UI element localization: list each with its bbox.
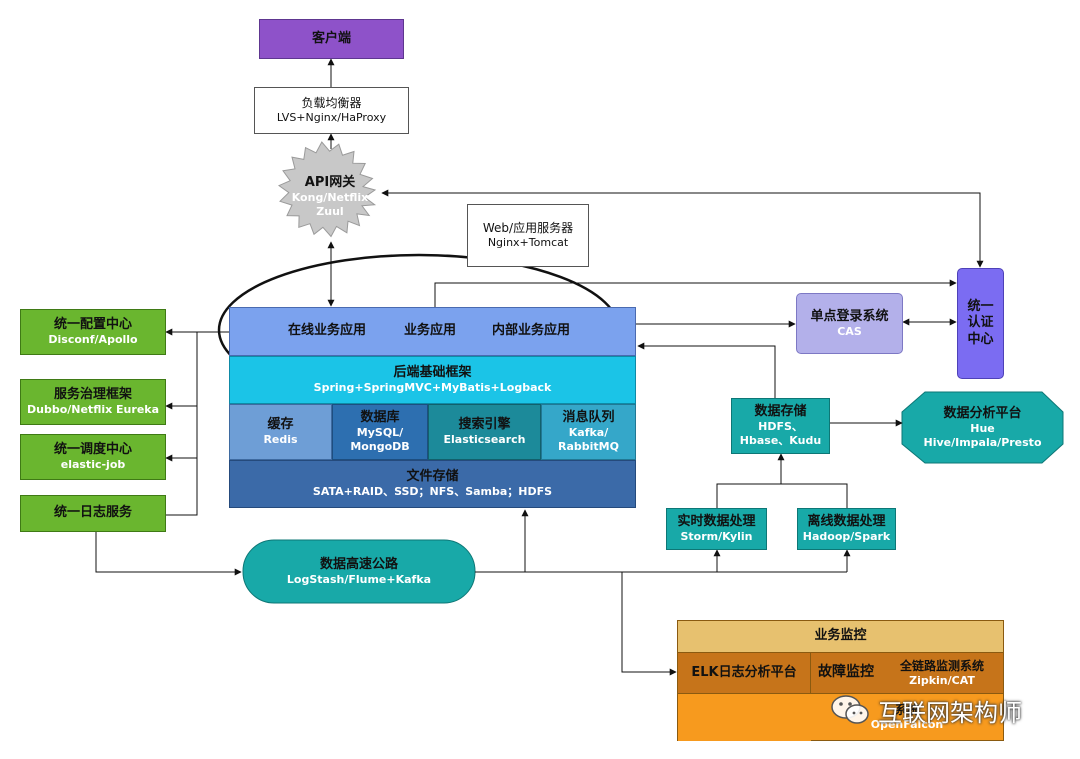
load-balancer-title: 负载均衡器 — [301, 96, 362, 111]
offline-processing-title: 离线数据处理 — [807, 514, 886, 529]
realtime-processing-sub: Storm/Kylin — [680, 530, 753, 544]
data-storage-sub2: Hbase、Kudu — [739, 434, 822, 448]
unified-auth-line2: 认证 — [967, 315, 994, 331]
watermark-text: 互联网架构师 — [878, 698, 1022, 727]
fault-monitoring-title: 故障监控 — [818, 664, 874, 681]
business-monitoring-title: 业务监控 — [814, 628, 867, 644]
watermark: 互联网架构师 — [828, 688, 1058, 732]
unified-auth-line1: 统一 — [967, 299, 994, 315]
elk-box: ELK日志分析平台 — [678, 653, 811, 693]
search-engine-sub: Elasticsearch — [443, 433, 526, 447]
sso-sub: CAS — [837, 324, 862, 338]
config-center-title: 统一配置中心 — [53, 317, 132, 332]
search-engine-title: 搜索引擎 — [458, 417, 511, 432]
config-center-sub: Disconf/Apollo — [48, 333, 138, 347]
apps-row: 在线业务应用 业务应用 内部业务应用 — [229, 307, 636, 356]
sso-box: 单点登录系统 CAS — [796, 293, 903, 354]
message-queue-sub1: Kafka/ — [568, 426, 609, 440]
database-title: 数据库 — [360, 410, 400, 426]
load-balancer-box: 负载均衡器 LVS+Nginx/HaProxy — [254, 87, 409, 134]
fault-monitoring-box: 故障监控 — [811, 653, 881, 693]
api-gateway-box: API网关 Kong/Netflix Zuul — [282, 167, 378, 227]
message-queue-sub2: RabbitMQ — [558, 440, 619, 454]
cache-title: 缓存 — [267, 417, 294, 432]
web-server-box: Web/应用服务器 Nginx+Tomcat — [467, 204, 589, 267]
client-box: 客户端 — [259, 19, 404, 59]
data-analysis-title: 数据分析平台 — [943, 405, 1022, 421]
online-app-label: 在线业务应用 — [288, 323, 367, 339]
business-monitoring-header: 业务监控 — [678, 621, 1003, 653]
internal-app-label: 内部业务应用 — [492, 323, 571, 339]
unified-auth-box: 统一 认证 中心 — [957, 268, 1004, 379]
data-storage-sub1: HDFS、 — [758, 420, 803, 434]
wechat-icon — [831, 695, 869, 724]
message-queue-title: 消息队列 — [562, 410, 615, 426]
full-link-monitoring-title: 全链路监测系统 — [899, 658, 984, 673]
backend-framework-title: 后端基础框架 — [393, 365, 472, 380]
system-monitoring-title: 系统 — [894, 702, 919, 717]
sso-title: 单点登录系统 — [810, 308, 889, 324]
service-governance-title: 服务治理框架 — [53, 387, 132, 402]
search-engine-box: 搜索引擎 Elasticsearch — [428, 404, 541, 460]
api-gateway-sub1: Kong/Netflix — [291, 191, 369, 205]
backend-framework-box: 后端基础框架 Spring+SpringMVC+MyBatis+Logback — [229, 356, 636, 404]
file-storage-box: 文件存储 SATA+RAID、SSD；NFS、Samba；HDFS — [229, 460, 636, 508]
offline-processing-box: 离线数据处理 Hadoop/Spark — [797, 508, 896, 550]
elk-title: ELK日志分析平台 — [691, 664, 797, 680]
api-gateway-sub2: Zuul — [316, 205, 344, 219]
elk-lower-fill — [678, 693, 811, 741]
scheduling-center-box: 统一调度中心 elastic-job — [20, 434, 166, 480]
database-sub2: MongoDB — [350, 440, 410, 454]
data-highway-title: 数据高速公路 — [319, 556, 398, 572]
data-analysis-sub1: Hue — [970, 421, 995, 435]
scheduling-center-sub: elastic-job — [60, 458, 126, 472]
cache-sub: Redis — [263, 433, 298, 447]
config-center-box: 统一配置中心 Disconf/Apollo — [20, 309, 166, 355]
realtime-processing-title: 实时数据处理 — [677, 514, 756, 529]
business-app-label: 业务应用 — [404, 323, 457, 339]
business-monitoring-panel: 业务监控 ELK日志分析平台 故障监控 全链路监测系统 Zipkin/CAT 系… — [677, 620, 1004, 741]
api-gateway-starburst — [277, 141, 377, 238]
client-label: 客户端 — [311, 30, 351, 46]
web-server-title: Web/应用服务器 — [482, 221, 574, 236]
log-service-box: 统一日志服务 — [20, 495, 166, 532]
file-storage-title: 文件存储 — [406, 469, 459, 484]
data-storage-box: 数据存储 HDFS、 Hbase、Kudu — [731, 398, 830, 454]
unified-auth-line3: 中心 — [967, 331, 994, 347]
file-storage-sub: SATA+RAID、SSD；NFS、Samba；HDFS — [312, 485, 553, 499]
service-governance-box: 服务治理框架 Dubbo/Netflix Eureka — [20, 379, 166, 425]
data-highway-sub: LogStash/Flume+Kafka — [286, 572, 432, 586]
service-governance-sub: Dubbo/Netflix Eureka — [26, 403, 160, 417]
backend-framework-sub: Spring+SpringMVC+MyBatis+Logback — [313, 381, 552, 395]
log-service-title: 统一日志服务 — [53, 505, 132, 521]
offline-processing-sub: Hadoop/Spark — [802, 530, 891, 544]
data-analysis-box: 数据分析平台 Hue Hive/Impala/Presto — [902, 392, 1063, 463]
data-storage-title: 数据存储 — [754, 404, 807, 420]
full-link-monitoring-sub: Zipkin/CAT — [909, 673, 975, 687]
database-sub1: MySQL/ — [356, 426, 404, 440]
message-queue-box: 消息队列 Kafka/ RabbitMQ — [541, 404, 636, 460]
realtime-processing-box: 实时数据处理 Storm/Kylin — [666, 508, 767, 550]
scheduling-center-title: 统一调度中心 — [53, 442, 132, 457]
cache-box: 缓存 Redis — [229, 404, 332, 460]
data-highway-box: 数据高速公路 LogStash/Flume+Kafka — [243, 540, 475, 603]
system-monitoring-sub: OpenFalcon — [870, 717, 944, 731]
api-gateway-title: API网关 — [304, 175, 356, 191]
full-link-monitoring-box: 全链路监测系统 Zipkin/CAT — [881, 653, 1003, 693]
database-box: 数据库 MySQL/ MongoDB — [332, 404, 428, 460]
data-analysis-sub2: Hive/Impala/Presto — [923, 435, 1042, 449]
web-server-sub: Nginx+Tomcat — [487, 236, 569, 250]
load-balancer-sub: LVS+Nginx/HaProxy — [276, 111, 387, 125]
